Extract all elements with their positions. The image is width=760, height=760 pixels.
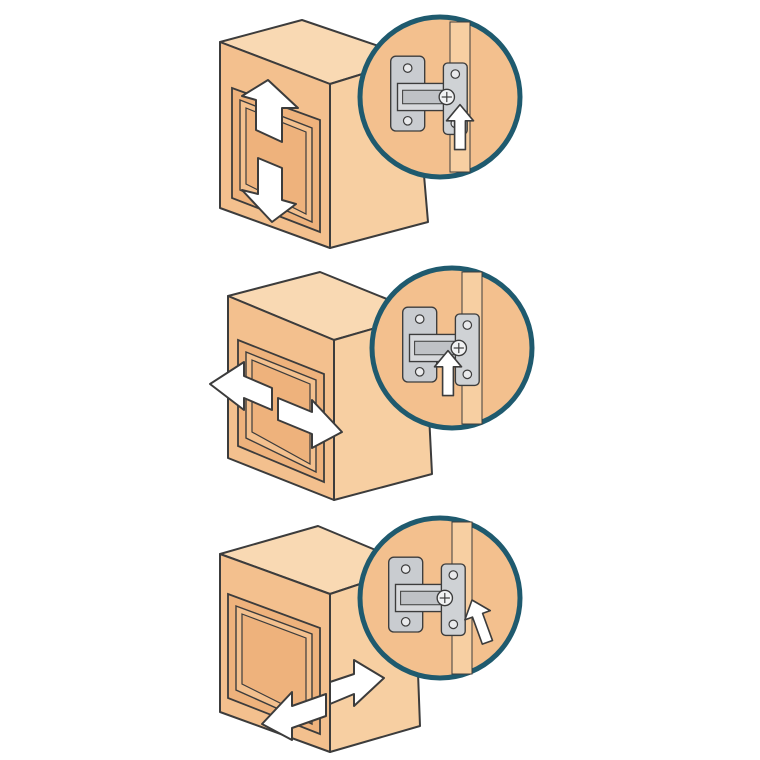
hinge-detail-1: [357, 14, 523, 180]
left-right-arrow-icon: [209, 361, 343, 449]
hinge-detail-3: [357, 515, 523, 681]
panel-side: [209, 265, 535, 501]
door-3: [227, 592, 321, 736]
hinge-detail-2: [369, 265, 535, 431]
in-out-arrow-icon: [261, 659, 385, 741]
up-down-arrow-icon: [241, 79, 299, 223]
panel-depth: [219, 515, 523, 753]
panel-vertical: [219, 14, 523, 249]
